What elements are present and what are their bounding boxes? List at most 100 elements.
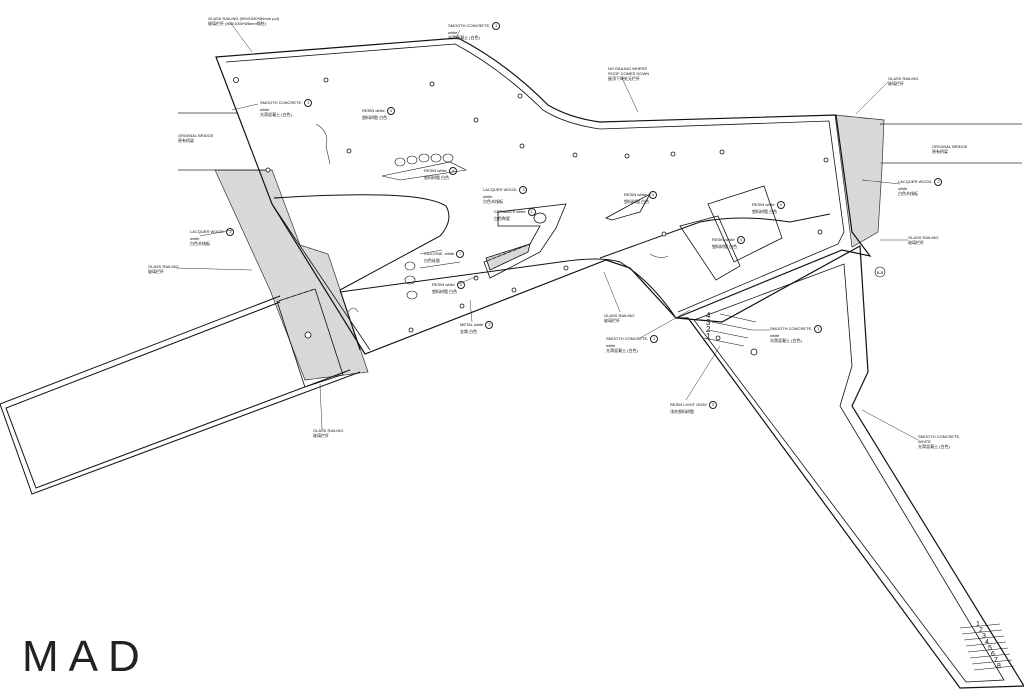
- label-sub: white: [606, 343, 616, 348]
- stair-number: 2: [706, 325, 711, 334]
- label-cn: 塑料树脂 白色: [712, 244, 738, 249]
- label-sub: white: [770, 333, 780, 338]
- material-number-badge: 2: [934, 178, 943, 186]
- label-sub: white: [448, 30, 458, 35]
- bench-pods-lower: [404, 261, 461, 300]
- lacquer-wood-deck-left: [214, 169, 369, 381]
- material-number-badge: 7: [456, 250, 465, 258]
- label-cn: 白色硅胶: [424, 258, 440, 263]
- lacquer-wood-deck-right: [834, 114, 885, 248]
- label-sub: white: [898, 186, 908, 191]
- label-en: RESIN white: [432, 282, 455, 287]
- label-cn: 塑料树脂 白色: [424, 175, 450, 180]
- label-cn: 玻璃栏杆: [148, 269, 164, 274]
- ramp-step-number: 2: [979, 627, 983, 634]
- label-glass-railing-top: GLASS RAILING (900/1000*Ø6mm pol)玻璃栏杆 (9…: [208, 16, 279, 26]
- label-en: GLASS RAILING: [604, 313, 635, 318]
- label-en: METAL white: [460, 322, 484, 327]
- label-cn: 白色木栈板: [190, 241, 210, 246]
- material-number-badge: 4: [736, 236, 745, 244]
- label-sub: white: [260, 107, 270, 112]
- material-number-badge: 4: [776, 201, 785, 209]
- label-cn: 金属 白色: [460, 329, 478, 334]
- material-number-badge: 1: [814, 325, 823, 333]
- columns: [233, 77, 829, 356]
- label-cn: 玻璃栏杆: [604, 318, 620, 323]
- label-cn: 屋顶下降处无栏杆: [608, 76, 640, 81]
- label-cn: 光滑混凝土 (白色): [606, 348, 638, 353]
- label-cn: 光滑混凝土 (白色): [918, 444, 950, 449]
- ramp-step-number: 8: [997, 663, 1001, 670]
- label-cn: 光滑混凝土 (白色): [448, 35, 480, 40]
- label-cn: 玻璃栏杆 (900/1000*Ø6mm钢柱): [208, 21, 267, 26]
- mad-logo: MAD: [22, 632, 150, 681]
- material-number-badge: 5: [709, 401, 718, 409]
- main-platform-inner-outline: [225, 43, 845, 351]
- label-en: LACQUER WOOD,: [190, 229, 225, 234]
- material-number-badge: 4: [648, 191, 657, 199]
- stair-number: 4: [706, 311, 711, 320]
- material-number-badge: 3: [485, 321, 494, 329]
- label-en: SMOOTH CONCRETE,: [606, 336, 649, 341]
- label-en: GLASS RAILING: [888, 76, 919, 81]
- material-number-badge: 1: [650, 335, 659, 343]
- label-sub: WHITE: [918, 439, 931, 444]
- label-cn: 白色木栈板: [483, 199, 503, 204]
- label-sub: white: [483, 194, 493, 199]
- material-number-badge: 4: [448, 167, 457, 175]
- material-number-badge: 1: [527, 208, 536, 216]
- material-number-badge: 2: [226, 228, 235, 236]
- label-cn: 塑料树脂 白色: [432, 289, 458, 294]
- label-sub: ROOF COMES DOWN: [608, 71, 650, 76]
- door-swings: [315, 123, 669, 313]
- label-en: SMOOTH CONCRETE,: [448, 23, 491, 28]
- leader-lines: [175, 21, 919, 441]
- material-number-badge: 1: [492, 22, 501, 30]
- ramp-step-numbers: 1 2 3 4 5 6 7 8: [976, 621, 1001, 670]
- ramp-step-number: 3: [982, 633, 986, 640]
- ramp-steps: [959, 623, 1015, 671]
- label-cn: 玻璃栏杆: [888, 81, 904, 86]
- label-en: SMOOTH CONCRETE,: [918, 434, 961, 439]
- ramp-step-number: 1: [976, 621, 980, 628]
- label-cn: 白色木栈板: [898, 191, 918, 196]
- label-sub: white: [190, 236, 200, 241]
- left-pier-outline: [0, 295, 361, 495]
- bench-pods-upper: [381, 153, 467, 181]
- label-en: NO RAILING WHERE: [608, 66, 648, 71]
- material-number-badge: 4: [386, 107, 395, 115]
- section-mark-text: B-B: [877, 270, 884, 275]
- label-cn: 塑料树脂 白色: [752, 209, 778, 214]
- label-en: RESIN white: [362, 108, 385, 113]
- label-en: SMOOTH CONCRETE,: [770, 326, 813, 331]
- label-en: LACQUER WOOD,: [483, 187, 518, 192]
- material-number-badge: 3: [519, 186, 528, 194]
- material-number-badge: 1: [304, 99, 313, 107]
- label-cn: 玻璃栏杆: [908, 240, 924, 245]
- label-cn: 塑料树脂 白色: [362, 115, 388, 120]
- label-en: ORIGINAL BRIDGE: [932, 144, 968, 149]
- label-en: LACQUER WOOD,: [898, 179, 933, 184]
- label-en: SMOOTH CONCRETE,: [260, 100, 303, 105]
